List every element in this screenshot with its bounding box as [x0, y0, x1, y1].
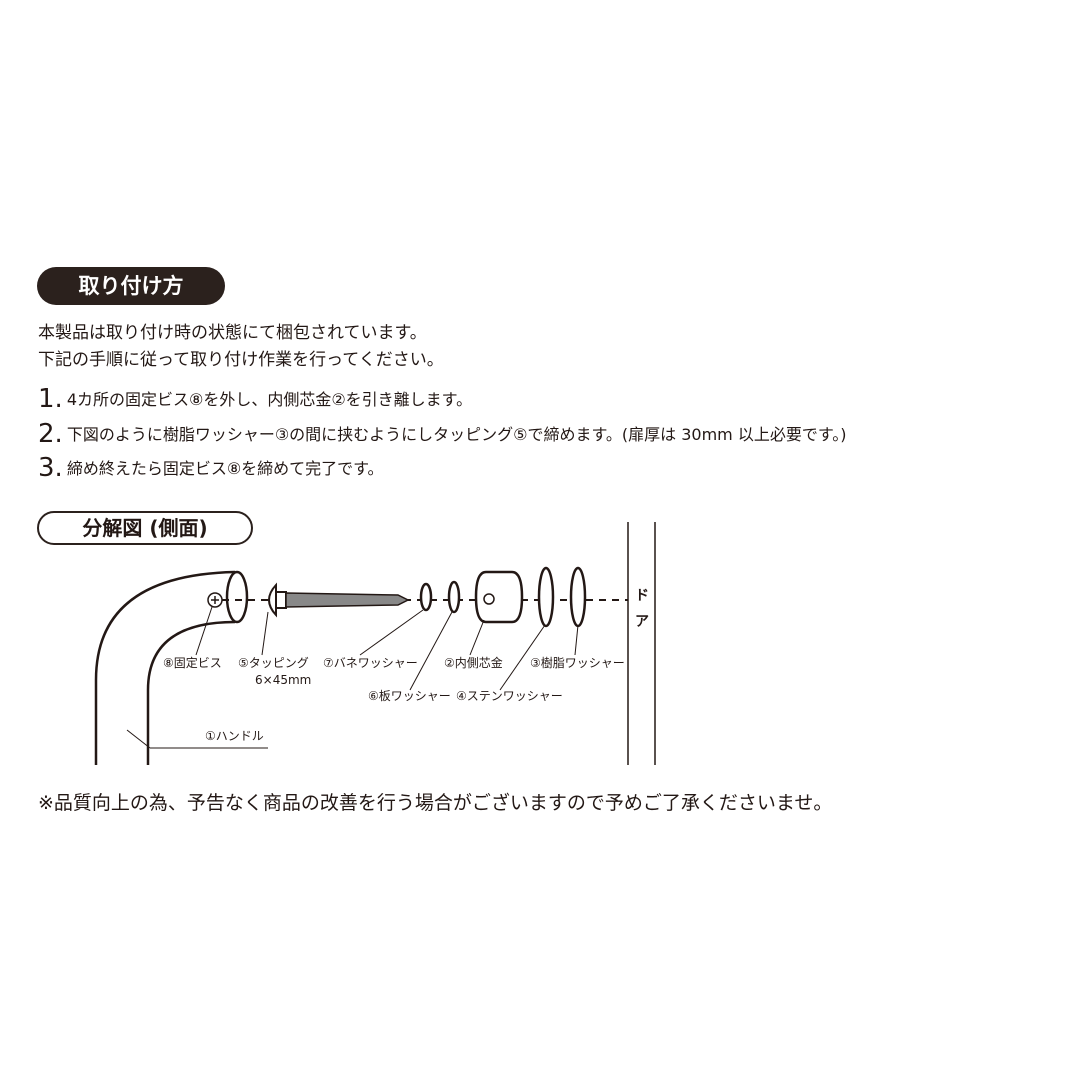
stainless-washer	[537, 566, 555, 628]
label-fixed-screw: ⑧固定ビス	[163, 655, 222, 670]
label-tapping: ⑤タッピング	[238, 656, 309, 670]
label-inner-core: ②内側芯金	[444, 655, 503, 670]
footer-note: ※品質向上の為、予告なく商品の改善を行う場合がございますので予めご了承くださいま…	[38, 792, 833, 814]
tapping-screw-head	[268, 582, 277, 618]
tapping-screw-thread	[285, 592, 410, 608]
step-text: 4カ所の固定ビス⑧を外し、内側芯金②を引き離します。	[66, 390, 473, 409]
step-text: 下図のように樹脂ワッシャー③の間に挟むようにしタッピング⑤で締めます。(扉厚は …	[66, 425, 847, 444]
step-number: 1.	[38, 384, 63, 414]
step-number: 3.	[38, 453, 63, 483]
step-number: 2.	[38, 419, 63, 449]
resin-washer	[569, 566, 587, 628]
spring-washer	[419, 582, 433, 612]
intro-line-2: 下記の手順に従って取り付け作業を行ってください。	[38, 350, 444, 370]
section-title-exploded-view: 分解図 (側面)	[37, 511, 253, 545]
step-2: 2.下図のように樹脂ワッシャー③の間に挟むようにしタッピング⑤で締めます。(扉厚…	[38, 419, 847, 449]
inner-core	[474, 570, 524, 624]
plate-washer	[447, 580, 461, 614]
label-door-1: ド	[635, 588, 649, 604]
step-1: 1.4カ所の固定ビス⑧を外し、内側芯金②を引き離します。	[38, 384, 472, 414]
step-3: 3.締め終えたら固定ビス⑧を締めて完了です。	[38, 453, 384, 483]
label-plate-washer: ⑥板ワッシャー	[368, 689, 451, 703]
label-handle: ①ハンドル	[205, 729, 264, 743]
handle-shape	[94, 570, 236, 765]
label-stainless-washer: ④ステンワッシャー	[456, 689, 563, 703]
step-text: 締め終えたら固定ビス⑧を締めて完了です。	[66, 459, 384, 478]
label-resin-washer: ③樹脂ワッシャー	[530, 655, 625, 670]
label-spring-washer: ⑦バネワッシャー	[323, 656, 418, 670]
section-title-installation: 取り付け方	[37, 267, 225, 305]
label-tapping-size: 6×45mm	[255, 673, 311, 687]
handle-end	[225, 570, 249, 624]
label-door-2: ア	[635, 614, 649, 630]
intro-line-1: 本製品は取り付け時の状態にて梱包されています。	[38, 323, 427, 343]
